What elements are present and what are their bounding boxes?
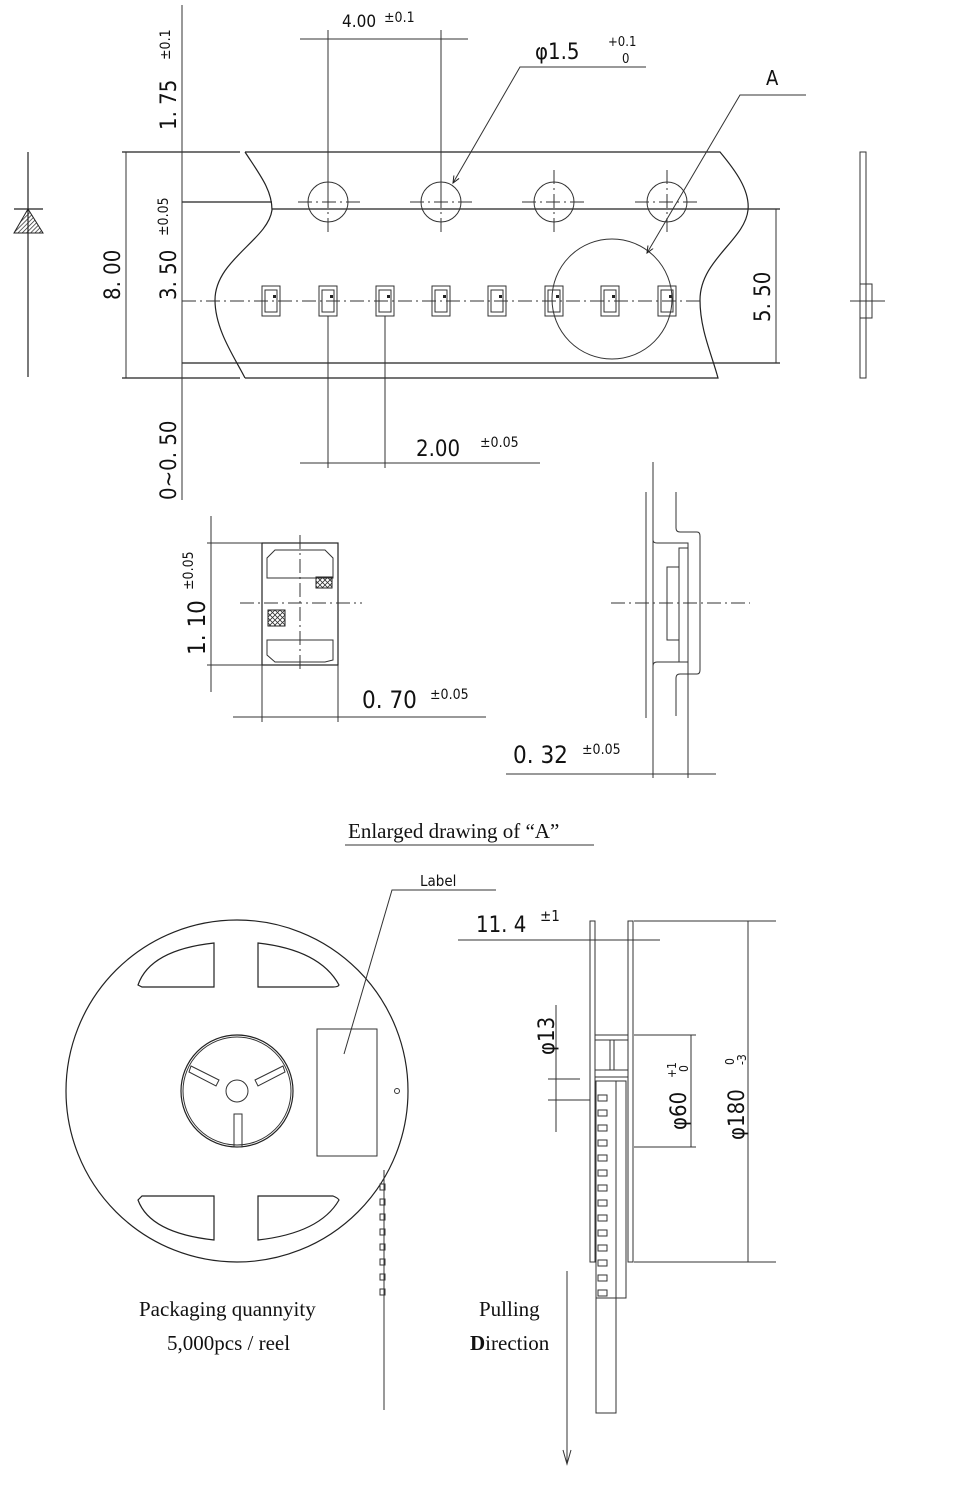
svg-text:0: 0 (723, 1058, 737, 1065)
svg-text:±1: ±1 (540, 907, 560, 925)
sprocket-holes (298, 170, 700, 234)
packaging-qty-value: 5,000pcs / reel (167, 1331, 290, 1355)
pull-direction-line1: Pulling (479, 1297, 540, 1321)
reel-hub (180, 1034, 294, 1148)
dim-arbor-hole: φ13 (535, 1017, 560, 1055)
dim-tape-width: 8. 00 (101, 250, 126, 300)
dim-hub-diameter: φ60 (667, 1092, 692, 1130)
label-area (316, 1028, 378, 1157)
tape-side-profile (859, 151, 867, 379)
tape-exit-pockets (379, 1183, 386, 1296)
dim-component-width: 0. 70 (362, 686, 417, 714)
dim-pocket-pitch: 2.00 (416, 437, 460, 462)
svg-text:0: 0 (677, 1065, 691, 1072)
carrier-tape-view: A 4.00 ±0.1 φ1.5 +0.1 0 1. 75 ±0.1 3. 50… (13, 5, 885, 500)
svg-text:±0.05: ±0.05 (430, 687, 469, 703)
svg-text:+1: +1 (665, 1062, 679, 1078)
detail-a-label: A (766, 66, 779, 90)
dim-sprocket-pitch-tol: ±0.1 (384, 10, 415, 26)
svg-text:0: 0 (622, 52, 629, 67)
svg-text:±0.05: ±0.05 (480, 435, 519, 451)
dim-hole-to-pocket: 3. 50 (157, 250, 182, 300)
reel-flange (65, 919, 409, 1263)
svg-text:+0.1: +0.1 (608, 35, 636, 50)
dim-edge-to-hole: 1. 75 (157, 80, 182, 130)
pull-direction-line2: Direction (470, 1331, 550, 1355)
dim-reel-diameter: φ180 (725, 1089, 750, 1140)
dim-hole-diameter: φ1.5 (535, 40, 580, 65)
dim-pocket-to-edge: 5. 50 (751, 272, 776, 322)
enlarged-title: Enlarged drawing of “A” (348, 819, 559, 843)
dim-component-thickness: 0. 32 (513, 741, 568, 769)
label-callout: Label (420, 872, 456, 890)
dim-cover-offset: 0~0. 50 (157, 420, 182, 500)
svg-text:±0.05: ±0.05 (156, 197, 172, 236)
svg-text:±0.1: ±0.1 (158, 29, 174, 60)
polarity-diode-icon (13, 152, 44, 377)
svg-text:-3: -3 (735, 1054, 749, 1065)
component-pockets (261, 285, 677, 317)
svg-text:±0.05: ±0.05 (582, 742, 621, 758)
dim-sprocket-pitch: 4.00 (342, 12, 376, 32)
dim-hub-width: 11. 4 (476, 913, 526, 938)
dim-component-length: 1. 10 (183, 600, 211, 655)
reel-front-view: Label (65, 872, 496, 1410)
svg-text:±0.05: ±0.05 (181, 551, 197, 590)
reel-side-view: 11. 4 ±1 φ180 0 -3 φ60 +1 0 φ13 (458, 907, 776, 1414)
side-tape-pockets (597, 1094, 608, 1297)
enlarged-component-view: 1. 10 ±0.05 0. 70 ±0.05 0. 32 ±0.05 (181, 462, 750, 778)
detail-a-circle (551, 238, 673, 360)
packaging-qty-title: Packaging quannyity (139, 1297, 316, 1321)
